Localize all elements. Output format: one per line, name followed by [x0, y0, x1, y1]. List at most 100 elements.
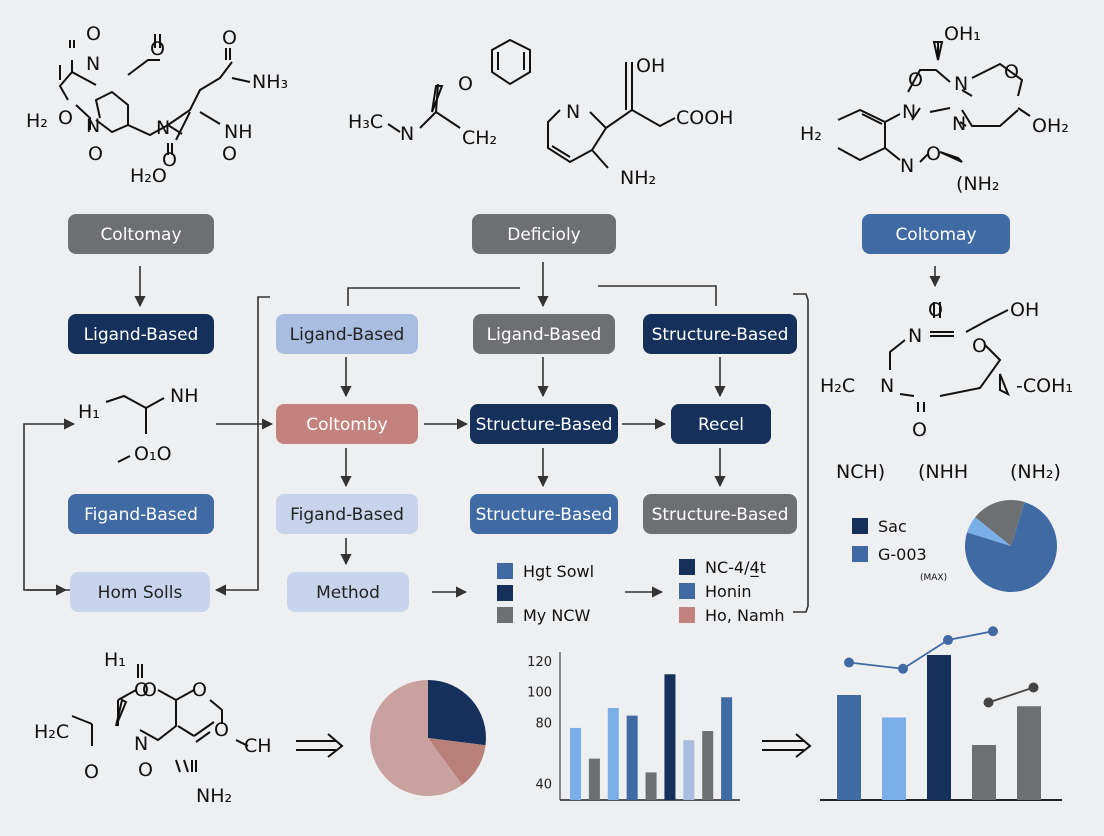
node-label: Deficioly	[507, 225, 581, 245]
atom-label: CH₂	[462, 127, 497, 149]
pie-slice	[967, 517, 1011, 546]
double-arrow-left	[296, 733, 344, 758]
atom-label: N	[900, 155, 914, 177]
node-recel: Recel	[671, 404, 771, 444]
atom-label: CH	[244, 735, 272, 757]
node-structure-based-mid: Structure-Based	[470, 404, 618, 444]
atom-label: NH₂	[196, 785, 232, 807]
bar	[837, 695, 861, 800]
atom-label: O	[58, 107, 73, 129]
legend-swatch	[679, 607, 695, 623]
molecule-top-right: OH₁ O N N O N OH₂ H₂ N O (NH₂	[800, 23, 1069, 195]
node-label: Coltomby	[306, 415, 387, 435]
node-figand-based-left: Figand-Based	[68, 494, 214, 534]
series-point	[844, 657, 854, 668]
pie-slice	[369, 680, 463, 797]
series-line	[848, 630, 994, 670]
bar	[570, 727, 581, 800]
legend-label: My NCW	[523, 606, 591, 625]
bar-chart-right	[820, 626, 1062, 801]
bar-chart-middle: 40 80 100 120	[527, 652, 740, 801]
y-tick-label: 120	[527, 655, 552, 670]
y-tick-label: 80	[535, 716, 552, 731]
legend-label: Honin	[705, 582, 752, 601]
atom-label: O	[458, 73, 473, 95]
atom-label: N	[902, 101, 916, 123]
atom-label: O	[928, 299, 943, 321]
atom-label: H₂	[800, 123, 822, 145]
atom-label: O	[88, 143, 103, 165]
node-label: Figand-Based	[290, 505, 404, 525]
atom-fragment: (NHH	[918, 461, 968, 483]
node-label: Structure-Based	[652, 505, 789, 525]
atom-label: N	[86, 115, 100, 137]
y-tick-label: 100	[527, 686, 552, 701]
atom-label: OH₁	[944, 23, 981, 45]
legend-label: Ho, Namh	[705, 606, 785, 625]
legend-label: NC-4/4̲t	[705, 558, 766, 578]
atom-label: NH₃	[252, 71, 288, 93]
atom-label: O	[84, 761, 99, 783]
molecule-right-middle: N O OH O H₂C N -COH₁ O NCH) (NHH (NH₂)	[820, 299, 1073, 483]
pie-slice	[428, 738, 486, 785]
atom-label: -COH₁	[1016, 375, 1073, 397]
atom-label: NH	[170, 385, 199, 407]
node-coltomby: Coltomby	[276, 404, 418, 444]
node-label: Figand-Based	[84, 505, 198, 525]
legend-label: G-003	[878, 545, 927, 564]
series-point	[943, 635, 953, 645]
series-point	[988, 626, 998, 637]
node-label: Ligand-Based	[290, 325, 405, 345]
bar	[927, 655, 951, 800]
atom-label: N	[134, 733, 148, 755]
legend-label: Sac	[878, 517, 907, 536]
molecule-left-middle: H₁ NH O₁O	[78, 385, 199, 465]
node-label: Ligand-Based	[487, 325, 602, 345]
atom-label: H₁	[104, 649, 126, 671]
node-label: Structure-Based	[476, 415, 613, 435]
atom-label: N	[954, 73, 968, 95]
legend-c-note: (MAX)	[920, 573, 947, 583]
pie-chart-right	[965, 500, 1057, 593]
pie-slice	[965, 502, 1057, 593]
bar	[683, 740, 695, 800]
legend-swatch	[679, 559, 695, 575]
atom-label: O	[138, 759, 153, 781]
atom-label: H₂C	[34, 721, 69, 743]
atom-label: N	[400, 123, 414, 145]
node-method: Method	[287, 572, 409, 612]
atom-label: O	[1004, 61, 1019, 83]
bar	[721, 697, 733, 800]
atom-fragment: NCH)	[836, 461, 885, 483]
y-tick-label: 40	[535, 778, 552, 793]
series-point	[983, 697, 994, 708]
atom-label: O	[134, 679, 149, 701]
node-label: Recel	[698, 415, 744, 435]
node-coltomay-right: Coltomay	[862, 214, 1010, 254]
pie-slice	[428, 680, 486, 746]
atom-label: OH	[636, 55, 665, 77]
series-line	[988, 686, 1034, 704]
molecule-bottom-left: H₁ O O O H₂C N O CH O O NH₂	[34, 649, 272, 807]
atom-label: N	[566, 101, 580, 123]
pie-chart-bottom	[369, 680, 486, 797]
atom-label: H₂	[26, 110, 48, 132]
atom-label: NH	[224, 121, 253, 143]
node-label: Structure-Based	[476, 505, 613, 525]
flow-connectors	[23, 262, 941, 613]
atom-label: H₂C	[820, 375, 855, 397]
atom-label: H₃C	[348, 111, 383, 133]
atom-fragment: (NH₂)	[1010, 461, 1061, 483]
atom-label: O	[222, 27, 237, 49]
bar	[626, 715, 638, 800]
node-label: Coltomay	[895, 225, 976, 245]
legend-swatch	[852, 518, 868, 534]
atom-label: OH	[1010, 299, 1039, 321]
bar	[664, 674, 676, 800]
legend-swatch	[497, 563, 513, 579]
atom-label: H₁	[78, 401, 100, 423]
